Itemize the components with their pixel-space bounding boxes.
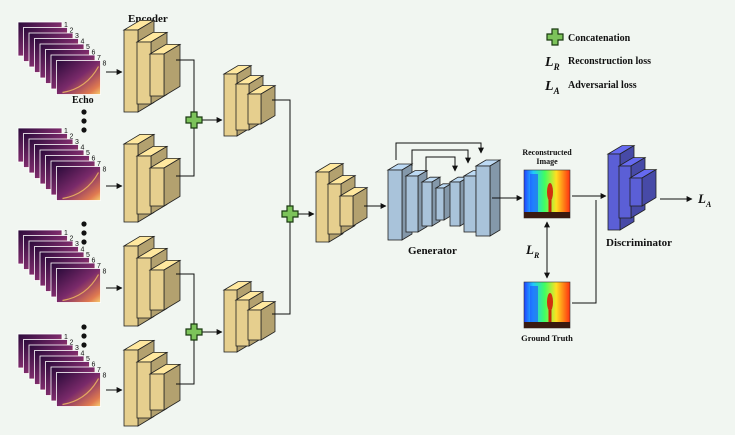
echo-frame-number: 2 bbox=[70, 236, 74, 243]
ellipsis-dots-2 bbox=[81, 221, 87, 245]
legend: Concatenation LR Reconstruction loss LA … bbox=[544, 28, 651, 96]
discriminator-block bbox=[606, 144, 658, 231]
encoder-block-1 bbox=[122, 19, 182, 113]
echo-frame-number: 7 bbox=[97, 161, 101, 168]
echo-frame-number: 2 bbox=[70, 28, 74, 35]
echo-frame-number: 4 bbox=[81, 39, 85, 46]
recon-loss-symbol: LR bbox=[525, 242, 540, 260]
ellipsis-dots-3 bbox=[81, 324, 87, 348]
ground-truth-image bbox=[523, 281, 571, 329]
encoder-block-2 bbox=[122, 133, 182, 223]
echo-frame-number: 5 bbox=[86, 44, 90, 51]
echo-frame: 8 bbox=[56, 372, 107, 407]
generator-label: Generator bbox=[408, 245, 457, 257]
echo-frame-number: 1 bbox=[64, 128, 68, 135]
ellipsis-dots-1 bbox=[81, 109, 87, 133]
echo-frame: 8 bbox=[56, 60, 107, 95]
legend-adv-text: Adversarial loss bbox=[568, 80, 637, 91]
echo-frame-number: 6 bbox=[92, 258, 96, 265]
flow-lines bbox=[106, 59, 607, 393]
echo-frame-number: 3 bbox=[75, 241, 79, 248]
echo-frame-number: 8 bbox=[103, 61, 107, 68]
echo-frame-number: 5 bbox=[86, 150, 90, 157]
legend-recon-symbol: LR bbox=[544, 55, 560, 72]
encoder-block-3 bbox=[122, 235, 182, 327]
legend-concat-plus-icon bbox=[546, 28, 564, 46]
echo-frame: 8 bbox=[56, 166, 107, 201]
skip-connections bbox=[395, 142, 484, 172]
discriminator-label: Discriminator bbox=[606, 237, 672, 249]
echo-frame-number: 8 bbox=[103, 269, 107, 276]
legend-concat-text: Concatenation bbox=[568, 33, 631, 44]
echo-frame-number: 7 bbox=[97, 263, 101, 270]
encoder-block-4 bbox=[122, 339, 182, 427]
echo-frame-number: 1 bbox=[64, 230, 68, 237]
echo-frame-number: 2 bbox=[70, 340, 74, 347]
echo-frame-number: 5 bbox=[86, 356, 90, 363]
echo-frame-number: 3 bbox=[75, 345, 79, 352]
concat-plus-icon-c bbox=[281, 205, 299, 223]
echo-frame-number: 8 bbox=[103, 373, 107, 380]
echo-frame-number: 7 bbox=[97, 367, 101, 374]
echo-frame-number: 3 bbox=[75, 33, 79, 40]
legend-recon-text: Reconstruction loss bbox=[568, 56, 651, 67]
echo-frame-number: 3 bbox=[75, 139, 79, 146]
echo-frame: 8 bbox=[56, 268, 107, 303]
reconstructed-image bbox=[523, 169, 571, 219]
echo-frame-number: 4 bbox=[81, 145, 85, 152]
echo-frame-number: 6 bbox=[92, 362, 96, 369]
encoder-block-5 bbox=[222, 64, 277, 137]
echo-frame-number: 1 bbox=[64, 334, 68, 341]
reconstructed-label-line2: Image bbox=[536, 157, 558, 166]
echo-frame-number: 7 bbox=[97, 55, 101, 62]
concat-plus-icon-a bbox=[185, 111, 203, 129]
generator-block bbox=[386, 159, 502, 241]
encoder-block-7 bbox=[314, 162, 369, 243]
echo-frame-number: 8 bbox=[103, 167, 107, 174]
echo-frame-number: 4 bbox=[81, 351, 85, 358]
adv-loss-symbol: LA bbox=[697, 191, 712, 209]
echo-frame-number: 2 bbox=[70, 134, 74, 141]
echo-frame-number: 6 bbox=[92, 50, 96, 57]
echo-label: Echo bbox=[72, 95, 94, 106]
echo-frame-number: 6 bbox=[92, 156, 96, 163]
concat-plus-icon-b bbox=[185, 323, 203, 341]
reconstructed-label-line1: Reconstructed bbox=[522, 148, 572, 157]
echo-frame-number: 1 bbox=[64, 22, 68, 29]
ground-truth-label: Ground Truth bbox=[521, 333, 573, 343]
encoder-block-6 bbox=[222, 280, 277, 353]
echo-frame-number: 5 bbox=[86, 252, 90, 259]
echo-frame-number: 4 bbox=[81, 247, 85, 254]
legend-adv-symbol: LA bbox=[544, 79, 560, 96]
